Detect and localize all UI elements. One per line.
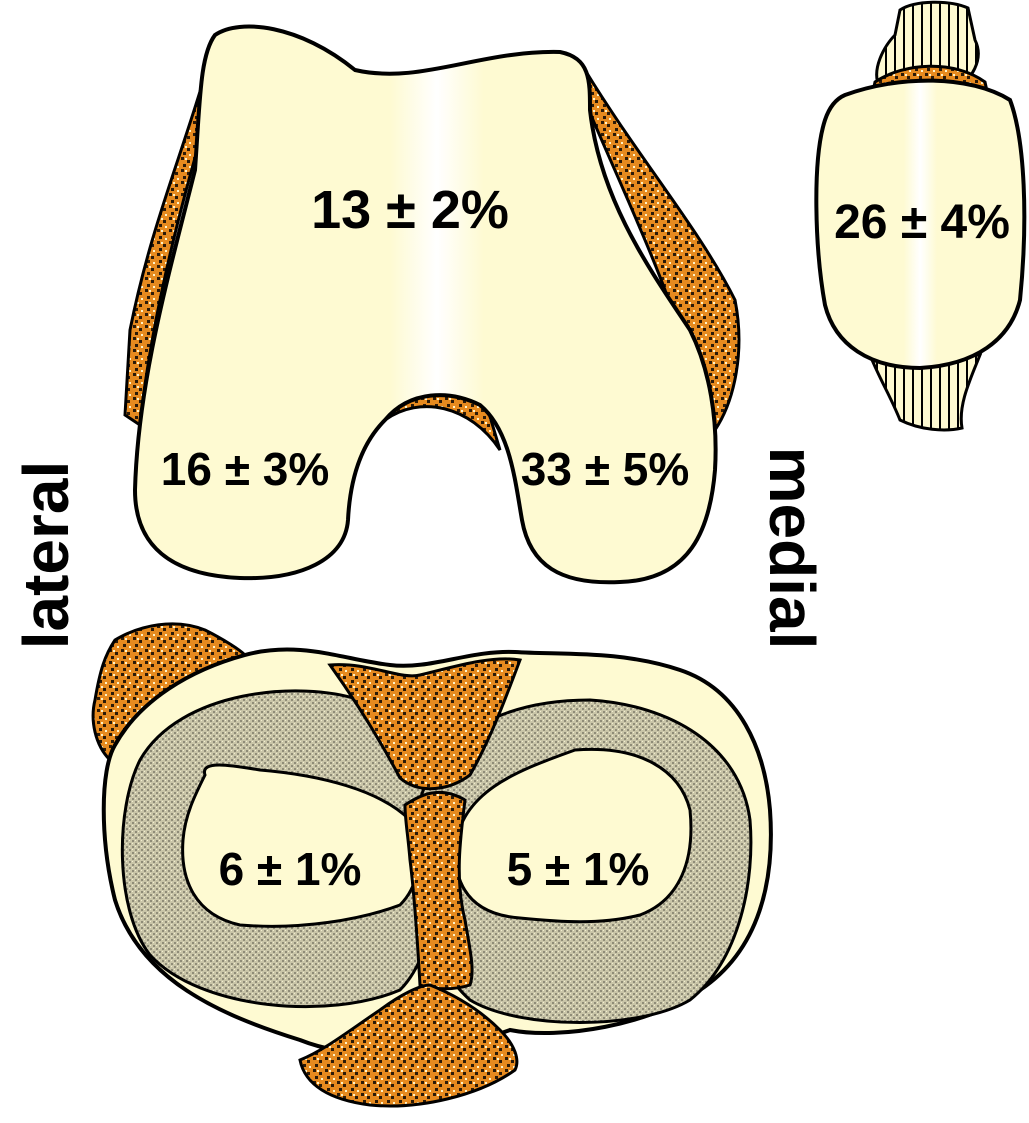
- medial-condyle-value: 33 ± 5%: [521, 443, 689, 495]
- lateral-condyle-value: 16 ± 3%: [161, 443, 329, 495]
- femur-cartilage: [135, 27, 716, 583]
- trochlea-value: 13 ± 2%: [311, 180, 509, 240]
- tibia: 6 ± 1% 5 ± 1%: [93, 624, 771, 1106]
- femur: 13 ± 2% 16 ± 3% 33 ± 5%: [125, 27, 739, 583]
- lateral-plateau-value: 6 ± 1%: [219, 843, 362, 895]
- medial-label: medial: [756, 447, 828, 650]
- lateral-label: lateral: [10, 461, 82, 650]
- medial-plateau-value: 5 ± 1%: [507, 843, 650, 895]
- patella: 26 ± 4%: [816, 2, 1024, 430]
- patella-value: 26 ± 4%: [834, 196, 1010, 249]
